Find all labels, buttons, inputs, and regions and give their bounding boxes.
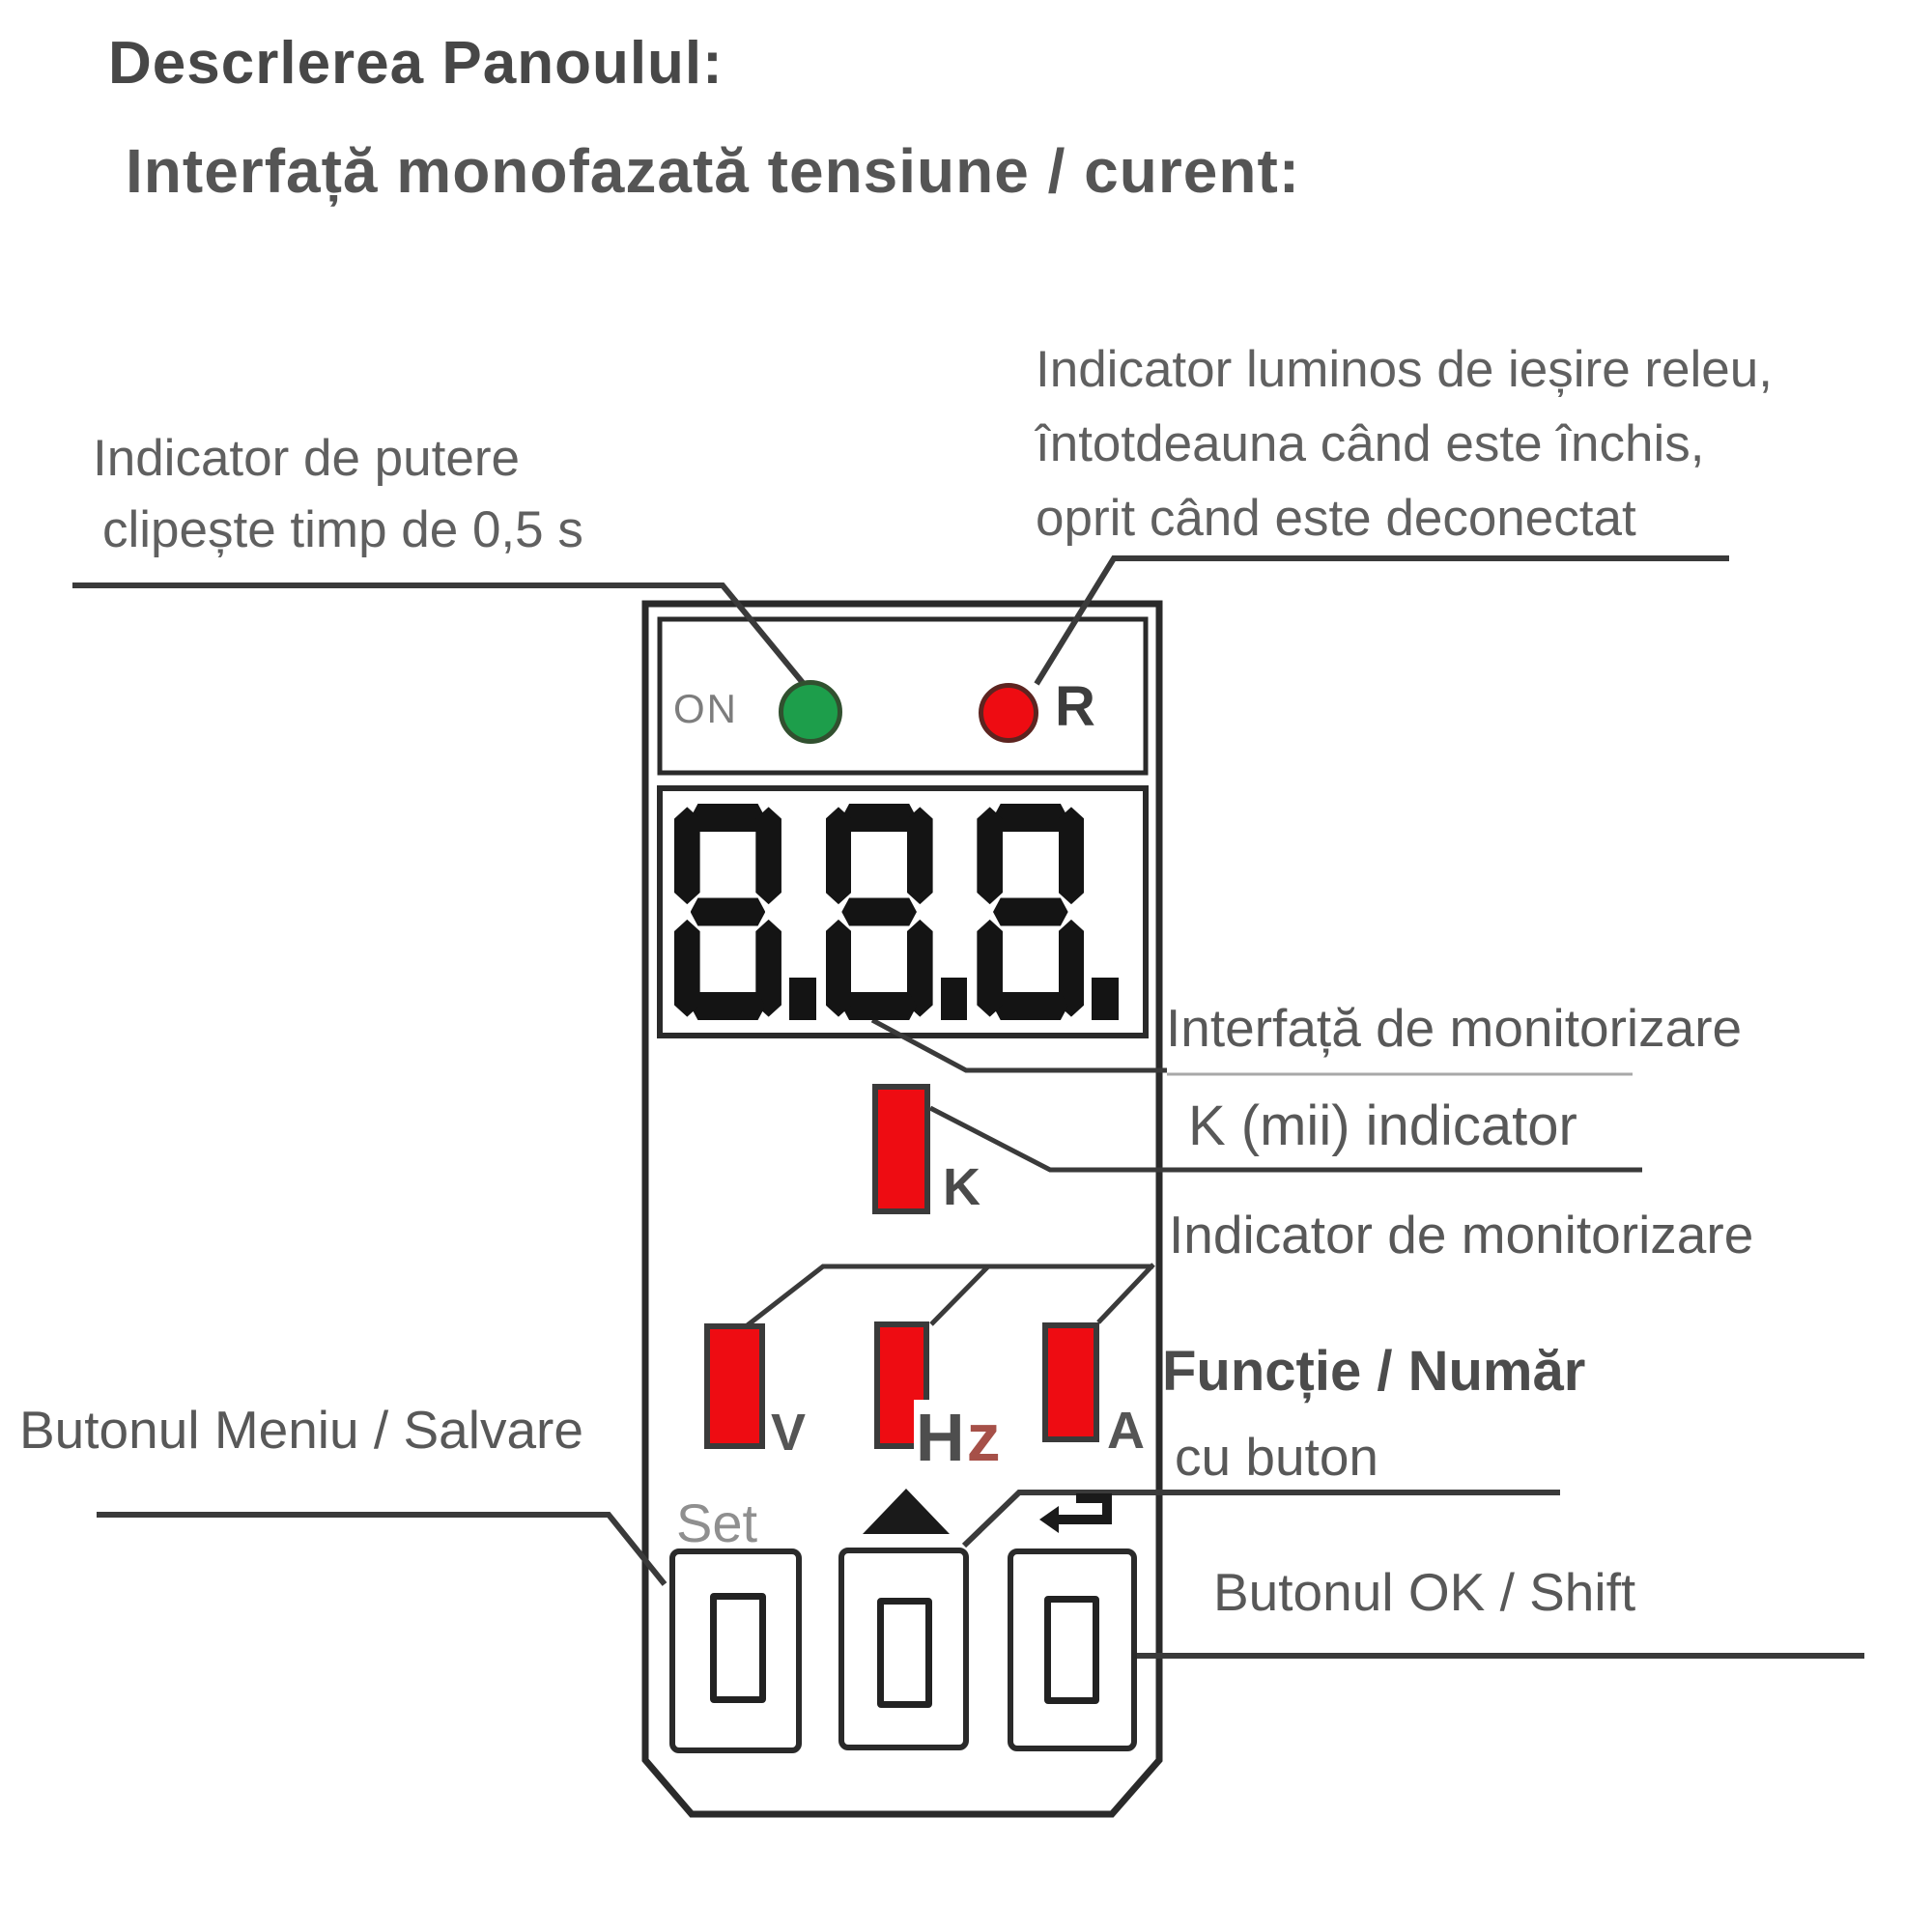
display-decimal-point (940, 978, 968, 1020)
relay-led-icon (979, 683, 1038, 743)
hertz-text-z: z (966, 1400, 1001, 1475)
unit-indicators-callout-line (743, 1264, 1153, 1329)
power-indicator-callout-line (72, 582, 807, 686)
hertz-callout-diagonal (929, 1264, 990, 1326)
relay-indicator-note: Indicator luminos de ieșire releu, întot… (1036, 332, 1773, 555)
menu-save-button-label: Butonul Meniu / Salvare (19, 1400, 583, 1460)
seven-segment-display (674, 804, 1128, 1020)
volt-text: V (771, 1404, 807, 1462)
power-indicator-note-line1: Indicator de putere (93, 430, 520, 487)
menu-save-callout-line (97, 1512, 668, 1586)
power-indicator-note-line2: clipește timp de 0,5 s (102, 501, 583, 558)
relay-indicator-note-line2: întotdeauna când este închis, (1036, 415, 1705, 472)
ok-shift-button[interactable] (1008, 1548, 1137, 1751)
k-unit-indicator (872, 1084, 930, 1214)
volt-indicator (704, 1323, 765, 1449)
page-subtitle: Interfață monofazată tensiune / curent: (126, 136, 1301, 206)
page-title: Descrlerea Panoulul: (108, 30, 724, 97)
relay-indicator-callout-line (1034, 555, 1729, 686)
relay-led-text: R (1055, 675, 1095, 738)
ampere-callout-diagonal (1096, 1263, 1155, 1324)
set-button-text: Set (676, 1492, 758, 1553)
display-decimal-point (788, 978, 816, 1020)
display-decimal-point (1092, 978, 1120, 1020)
function-number-label-line1: Funcție / Număr (1162, 1340, 1586, 1403)
function-number-label-line2: cu buton (1175, 1427, 1379, 1487)
k-unit-text: K (943, 1158, 980, 1216)
up-button[interactable] (838, 1548, 969, 1750)
menu-save-button[interactable] (669, 1548, 802, 1753)
power-led-icon (779, 680, 842, 744)
k-thousands-indicator-label: K (mii) indicator (1188, 1094, 1577, 1157)
hertz-text: Hz (914, 1399, 1001, 1476)
display-digit-8 (674, 804, 781, 1020)
display-digit-8 (977, 804, 1085, 1020)
relay-indicator-note-line3: oprit când este deconectat (1036, 490, 1636, 547)
led-section-frame (657, 616, 1149, 776)
hertz-text-h: H (914, 1400, 967, 1475)
display-digit-8 (825, 804, 933, 1020)
monitoring-interface-label: Interfață de monitorizare (1166, 998, 1743, 1058)
k-indicator-callout-line (928, 1105, 1642, 1173)
hertz-indicator (874, 1321, 929, 1449)
up-button-key[interactable] (877, 1598, 932, 1708)
menu-save-button-key[interactable] (710, 1593, 766, 1703)
monitoring-indicator-label: Indicator de monitorizare (1169, 1205, 1754, 1264)
relay-indicator-note-line1: Indicator luminos de ieșire releu, (1036, 341, 1773, 398)
power-led-text: ON (673, 686, 738, 731)
display-callout-line (870, 1017, 1167, 1073)
function-number-callout-line (961, 1490, 1560, 1548)
enter-icon (1039, 1493, 1112, 1533)
ampere-text: A (1107, 1402, 1145, 1460)
ok-shift-button-label: Butonul OK / Shift (1213, 1562, 1636, 1622)
ok-shift-button-key[interactable] (1044, 1596, 1099, 1704)
ampere-indicator (1042, 1322, 1099, 1442)
